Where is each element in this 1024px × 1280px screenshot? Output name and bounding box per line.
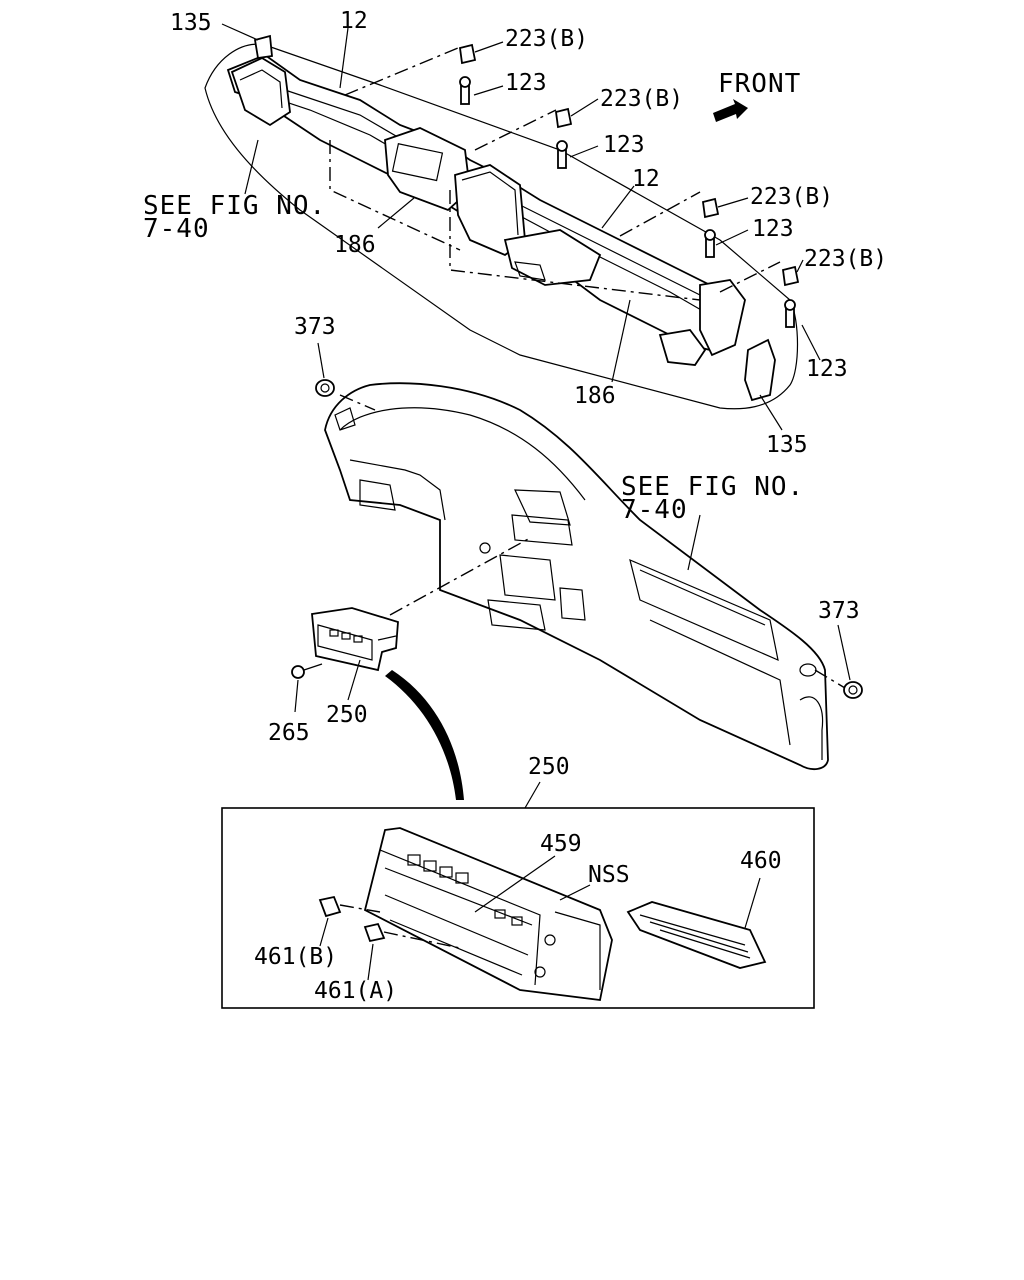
cap-373-right [843, 681, 863, 699]
label-461a: 461(A) [314, 978, 397, 1004]
label-12-top: 12 [340, 8, 368, 34]
label-250-small: 250 [326, 702, 368, 728]
detail-box [221, 807, 815, 1009]
label-see-fig-1b: 7-40 [143, 214, 210, 244]
label-373-left: 373 [294, 314, 336, 340]
instrument-panel [324, 382, 829, 771]
leader-lines-mid [294, 342, 851, 713]
label-135-right: 135 [766, 432, 808, 458]
label-250-box: 250 [528, 754, 570, 780]
fastener-set-4 [782, 265, 800, 328]
fastener-set-2 [555, 107, 573, 169]
leader-lines-detail [319, 855, 761, 981]
label-223b-1: 223(B) [505, 26, 588, 52]
label-123-2: 123 [603, 132, 645, 158]
label-265: 265 [268, 720, 310, 746]
fastener-set-1 [459, 43, 477, 105]
label-223b-3: 223(B) [750, 184, 833, 210]
knob-461a [363, 922, 386, 943]
detail-arrow-icon [385, 670, 464, 800]
label-373-right: 373 [818, 598, 860, 624]
module-460 [626, 901, 767, 969]
label-459: 459 [540, 831, 582, 857]
front-arrow-icon [713, 99, 748, 122]
label-135-top: 135 [170, 10, 212, 36]
control-unit-small [311, 607, 399, 672]
cap-373-left [315, 379, 335, 397]
label-123-4: 123 [806, 356, 848, 382]
label-see-fig-2a: SEE FIG NO. [621, 472, 804, 502]
duct-assembly [204, 34, 800, 410]
label-223b-2: 223(B) [600, 86, 683, 112]
screw-265 [291, 663, 323, 679]
knob-461b [318, 895, 342, 918]
label-12-mid: 12 [632, 166, 660, 192]
fastener-set-3 [702, 197, 720, 258]
leader-lines-top [221, 23, 821, 431]
label-460: 460 [740, 848, 782, 874]
label-nss: NSS [588, 862, 630, 888]
label-front: FRONT [718, 69, 801, 99]
label-123-1: 123 [505, 70, 547, 96]
label-223b-4: 223(B) [804, 246, 887, 272]
label-123-3: 123 [752, 216, 794, 242]
label-461b: 461(B) [254, 944, 337, 970]
control-unit-detail [363, 827, 613, 1001]
label-see-fig-1a: SEE FIG NO. [143, 191, 326, 221]
label-186-right: 186 [574, 383, 616, 409]
label-see-fig-2b: 7-40 [621, 495, 688, 525]
label-186-left: 186 [334, 232, 376, 258]
